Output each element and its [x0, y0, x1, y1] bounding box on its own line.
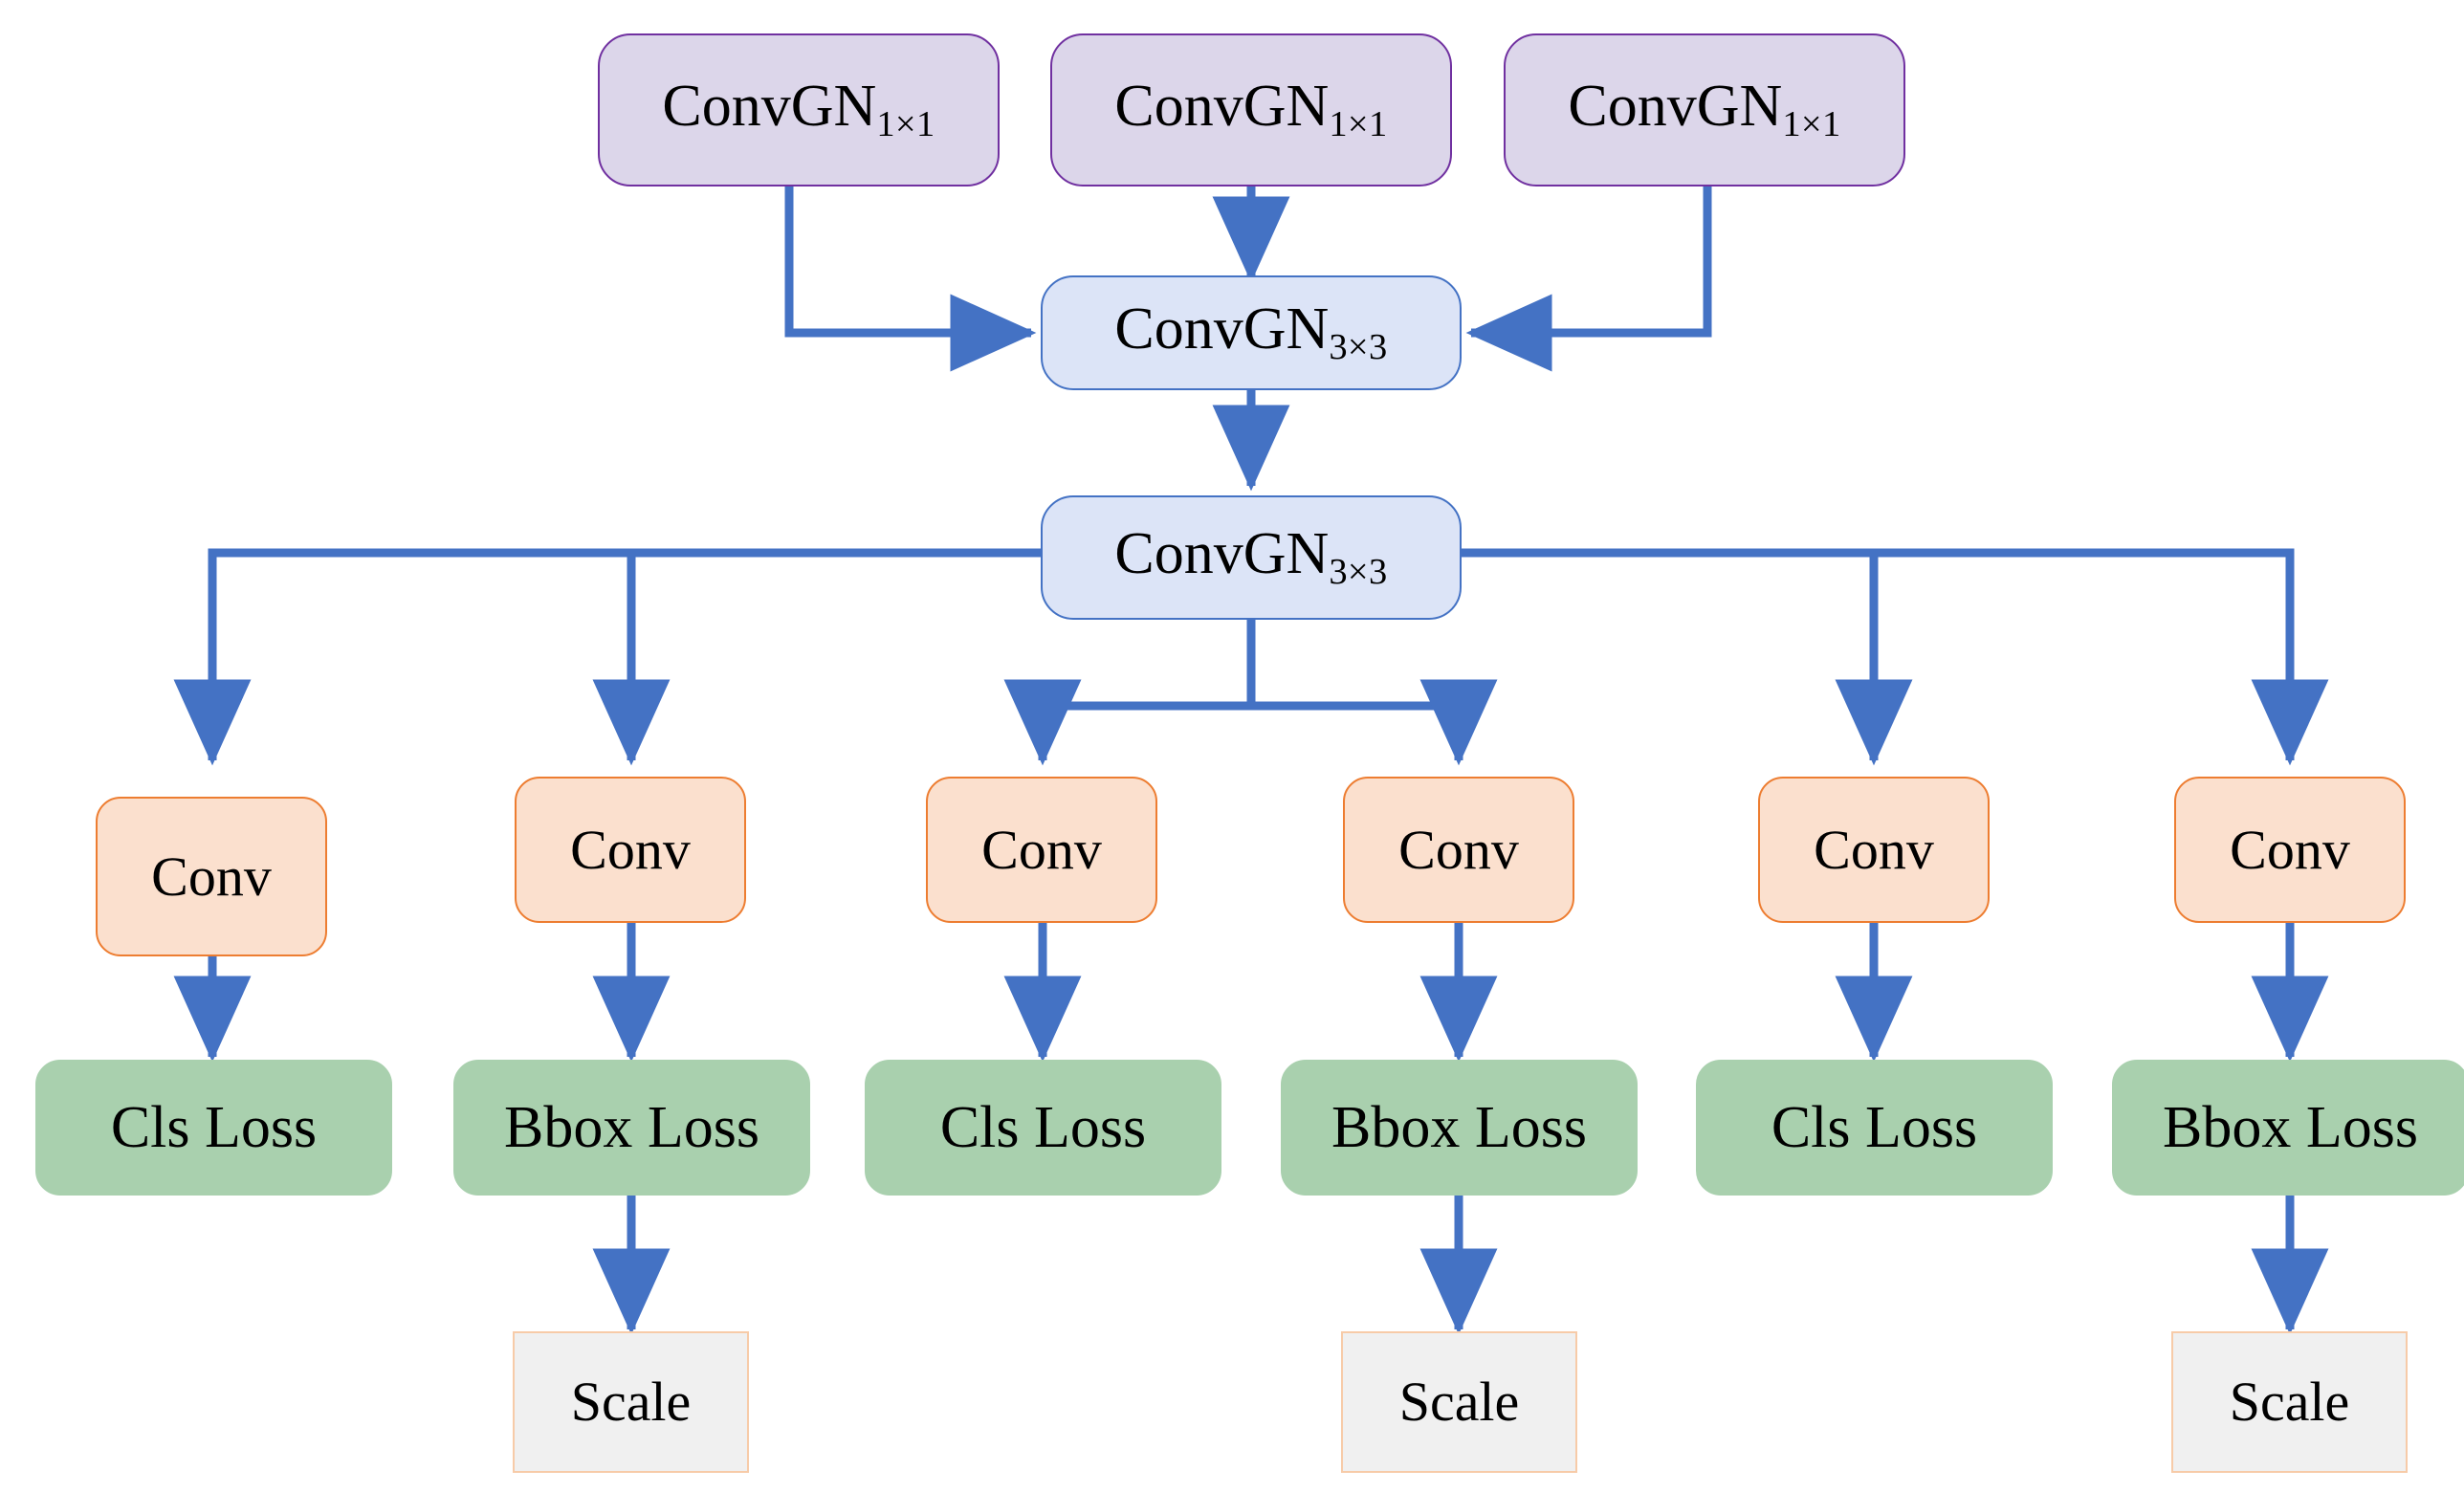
node-label: ConvGN1×1: [662, 74, 935, 145]
node-label: Conv: [151, 845, 272, 908]
edge-convgn1-right-to-convgn3: [1465, 186, 1712, 372]
node-convgn1x1-2[interactable]: ConvGN1×1: [1050, 33, 1452, 186]
node-loss-3[interactable]: Cls Loss: [865, 1060, 1221, 1196]
edge-bus-left: [173, 548, 1043, 766]
edge-convgn1-left-to-convgn3: [784, 186, 1037, 372]
node-label: ConvGN3×3: [1114, 521, 1388, 593]
node-label: Bbox Loss: [1331, 1095, 1587, 1160]
node-conv-1[interactable]: Conv: [96, 797, 327, 956]
node-label: Conv: [1398, 818, 1519, 881]
node-loss-1[interactable]: Cls Loss: [35, 1060, 392, 1196]
node-label: ConvGN1×1: [1114, 74, 1388, 145]
node-label: Conv: [570, 818, 691, 881]
node-convgn3x3-first[interactable]: ConvGN3×3: [1041, 275, 1462, 390]
node-conv-3[interactable]: Conv: [926, 777, 1157, 923]
node-conv-5[interactable]: Conv: [1758, 777, 1990, 923]
node-conv-4[interactable]: Conv: [1343, 777, 1574, 923]
node-label: ConvGN3×3: [1114, 296, 1388, 368]
node-label: Cls Loss: [1771, 1095, 1978, 1160]
node-label: Bbox Loss: [504, 1095, 759, 1160]
node-label: Bbox Loss: [2163, 1095, 2418, 1160]
node-loss-4[interactable]: Bbox Loss: [1281, 1060, 1638, 1196]
node-label: Conv: [1814, 818, 1934, 881]
node-label: Scale: [1398, 1371, 1520, 1433]
node-label: Scale: [570, 1371, 692, 1433]
node-scale-2[interactable]: Scale: [1341, 1331, 1577, 1473]
node-label: ConvGN1×1: [1568, 74, 1841, 145]
node-label: Conv: [2230, 818, 2350, 881]
node-label: Cls Loss: [110, 1095, 318, 1160]
node-convgn3x3-second[interactable]: ConvGN3×3: [1041, 495, 1462, 620]
node-scale-3[interactable]: Scale: [2171, 1331, 2408, 1473]
node-loss-6[interactable]: Bbox Loss: [2112, 1060, 2464, 1196]
edge-bus-bottom-left: [1003, 679, 1251, 766]
node-label: Conv: [981, 818, 1102, 881]
edge-bus-bottom-right: [1251, 679, 1498, 766]
node-loss-2[interactable]: Bbox Loss: [453, 1060, 810, 1196]
node-label: Scale: [2229, 1371, 2350, 1433]
node-convgn1x1-1[interactable]: ConvGN1×1: [598, 33, 1000, 186]
node-conv-6[interactable]: Conv: [2174, 777, 2406, 923]
node-convgn1x1-3[interactable]: ConvGN1×1: [1504, 33, 1905, 186]
node-conv-2[interactable]: Conv: [515, 777, 746, 923]
edge-bus-right: [1460, 548, 2329, 766]
node-loss-5[interactable]: Cls Loss: [1696, 1060, 2053, 1196]
node-label: Cls Loss: [939, 1095, 1147, 1160]
node-scale-1[interactable]: Scale: [513, 1331, 749, 1473]
